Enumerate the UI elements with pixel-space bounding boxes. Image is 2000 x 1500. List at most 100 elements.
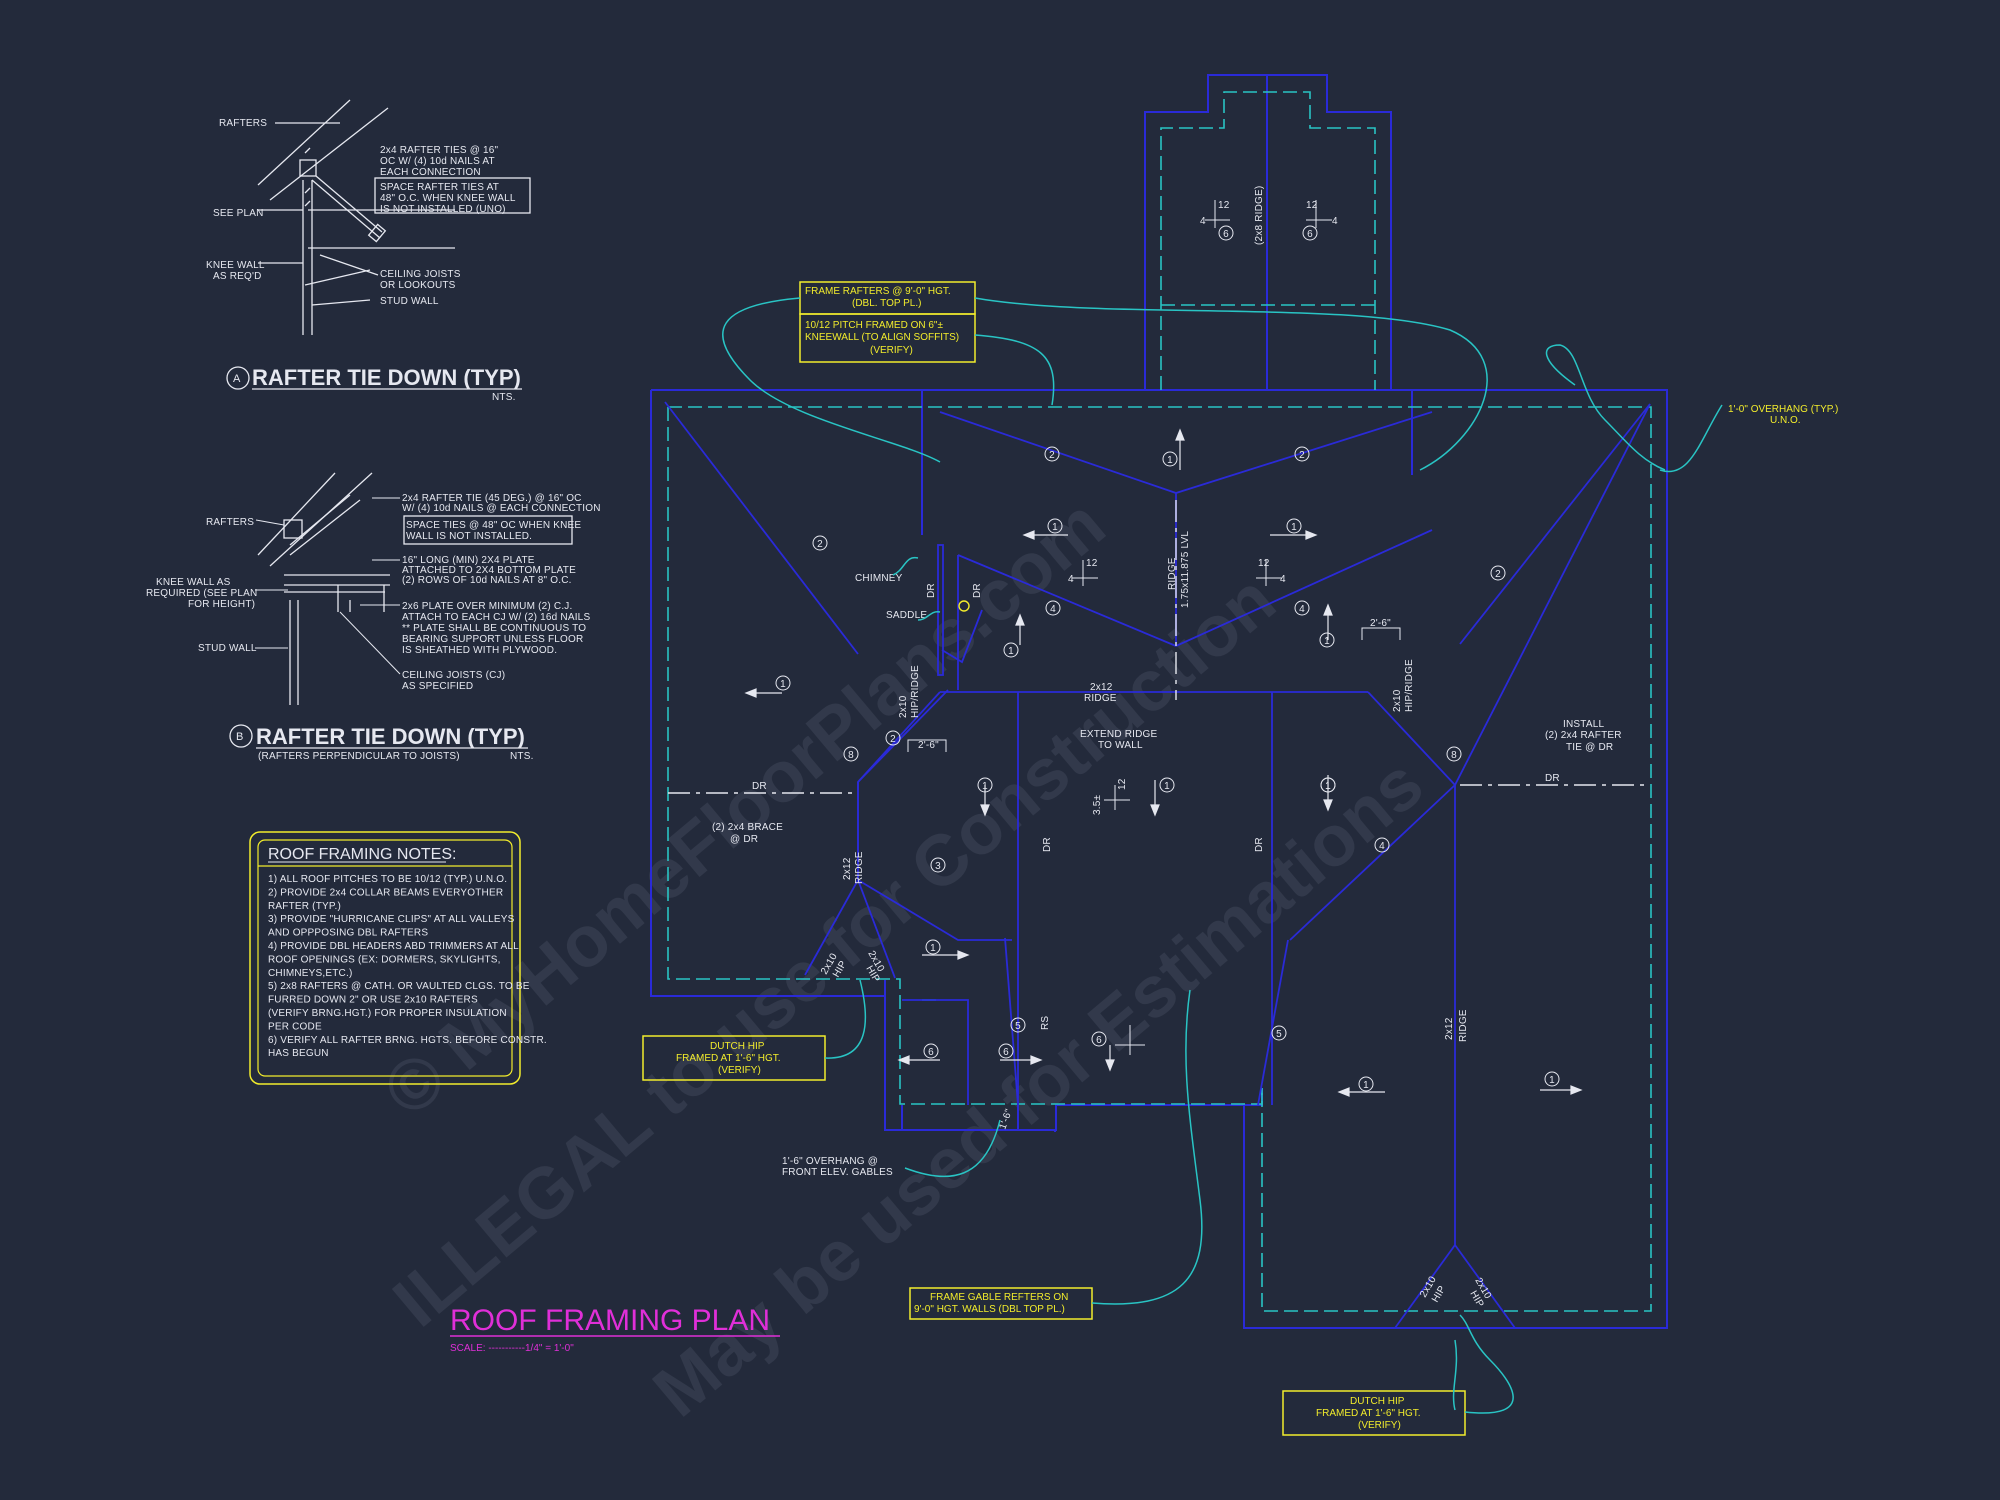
callout-pitch-1: 10/12 PITCH FRAMED ON 6"± — [805, 320, 943, 331]
rafter-marker-circle — [1302, 225, 1318, 241]
rafter-marker-circle — [1294, 600, 1310, 616]
label-stud-wall-b: STUD WALL — [198, 643, 257, 654]
rafter-marker-circle — [1044, 446, 1060, 462]
label-2x12-right-1: 2x12 — [1444, 1017, 1455, 1040]
rafter-marker-number: 1 — [1008, 646, 1014, 657]
pitch-rise-4: 12 — [1258, 558, 1270, 569]
notes-line: CHIMNEYS,ETC.) — [268, 968, 352, 979]
rafter-marker-circle — [923, 1043, 939, 1059]
rafter-marker-circle — [1159, 777, 1175, 793]
rafter-marker-number: 1 — [1324, 636, 1330, 647]
plan-title-block: ROOF FRAMING PLAN SCALE: -----------1/4"… — [450, 1304, 780, 1354]
pitch-run-3: 4 — [1068, 574, 1074, 585]
callout-dutch-left-2: FRAMED AT 1'-6" HGT. — [676, 1053, 781, 1064]
rafter-marker-number: 1 — [1052, 522, 1058, 533]
rafter-marker-circle — [1091, 1031, 1107, 1047]
label-extend-ridge-1: EXTEND RIDGE — [1080, 729, 1158, 740]
label-knee-wall-line1: KNEE WALL — [206, 260, 265, 271]
detail-b-marker-circle — [229, 724, 253, 748]
detail-a-scale: NTS. — [492, 392, 516, 403]
label-2x8-ridge-dormer: (2x8 RIDGE) — [1254, 186, 1265, 245]
label-ceiling-joists-line1: CEILING JOISTS — [380, 269, 461, 280]
callout-pitch-2: KNEEWALL (TO ALIGN SOFFITS) — [805, 332, 959, 343]
rafter-marker-circle — [885, 730, 901, 746]
rafter-marker-circle — [1294, 446, 1310, 462]
detail-b-scale: NTS. — [510, 751, 534, 762]
plan-walls — [650, 74, 1668, 1329]
pitch-symbols — [1072, 200, 1332, 1055]
label-2x12-left-1: 2x12 — [842, 857, 853, 880]
label-ceiling-joists-line2: OR LOOKOUTS — [380, 280, 456, 291]
label-dr-right: DR — [1545, 773, 1560, 784]
rafter-marker-number: 2 — [1495, 569, 1501, 580]
rafter-marker-circle — [1490, 565, 1506, 581]
label-dr-mid-left: DR — [1042, 837, 1053, 852]
label-install-2: (2) 2x4 RAFTER — [1545, 730, 1622, 741]
callout-dutch-right-2: FRAMED AT 1'-6" HGT. — [1316, 1408, 1421, 1419]
leader-curves — [722, 297, 1723, 1414]
label-rs: RS — [1040, 1016, 1051, 1030]
label-install-3: TIE @ DR — [1566, 742, 1613, 753]
label-knee-wall-b-line2: REQUIRED (SEE PLAN — [146, 588, 257, 599]
rafter-marker-number: 6 — [1307, 229, 1313, 240]
rafter-marker-number: 4 — [1299, 604, 1305, 615]
label-overhang-front-2: FRONT ELEV. GABLES — [782, 1167, 893, 1178]
label-rafter-ties-line2: OC W/ (4) 10d NAILS AT — [380, 156, 495, 167]
label-dr-mid-right: DR — [1254, 837, 1265, 852]
label-rafter-ties-line3: EACH CONNECTION — [380, 167, 481, 178]
dimension-ticks — [907, 627, 1401, 752]
notes-title: ROOF FRAMING NOTES: — [268, 846, 456, 863]
label-install-1: INSTALL — [1563, 719, 1604, 730]
label-space-ties-b-line1: SPACE TIES @ 48" OC WHEN KNEE — [406, 520, 581, 531]
rafter-markers: 6612211442211128811113155666411 — [775, 225, 1560, 1092]
detail-b-subtitle: (RAFTERS PERPENDICULAR TO JOISTS) — [258, 751, 460, 762]
label-plate-line3: (2) ROWS OF 10d NAILS AT 8" O.C. — [402, 575, 572, 586]
detail-b-marker-letter: B — [236, 731, 243, 743]
label-dr-chimney-2: DR — [972, 583, 983, 598]
label-space-ties-line1: SPACE RAFTER TIES AT — [380, 182, 499, 193]
callout-box-pitch — [799, 313, 976, 363]
label-2x12-ridge-2: RIDGE — [1084, 693, 1117, 704]
label-2x10-hip-right-1: 2x10 — [1392, 689, 1403, 712]
notes-line: 1) ALL ROOF PITCHES TO BE 10/12 (TYP.) U… — [268, 874, 507, 885]
label-plate-line2: ATTACHED TO 2X4 BOTTOM PLATE — [402, 565, 576, 576]
label-knee-wall-b-line1: KNEE WALL AS — [156, 577, 231, 588]
detail-a-title: RAFTER TIE DOWN (TYP) — [252, 365, 521, 390]
label-dim-right: 2'-6" — [1370, 618, 1391, 629]
label-2x6-plate-line2: ATTACH TO EACH CJ W/ (2) 16d NAILS — [402, 612, 590, 623]
label-brace-1: (2) 2x4 BRACE — [712, 822, 783, 833]
rafter-marker-circle — [1358, 1076, 1374, 1092]
roof-framing-notes-box: ROOF FRAMING NOTES: 1) ALL ROOF PITCHES … — [249, 831, 547, 1085]
pitch-labels: 12 4 12 4 12 4 12 4 — [1068, 200, 1338, 585]
label-space-ties-b-line2: WALL IS NOT INSTALLED. — [406, 531, 532, 542]
callout-dutch-right-1: DUTCH HIP — [1350, 1396, 1405, 1407]
rafter-marker-circle — [1218, 225, 1234, 241]
label-2x6-plate-line1: 2x6 PLATE OVER MINIMUM (2) C.J. — [402, 601, 572, 612]
rafter-marker-circle — [775, 675, 791, 691]
label-2x10-hip-left-1: 2x10 — [898, 695, 909, 718]
plan-title: ROOF FRAMING PLAN — [450, 1304, 770, 1337]
pitch-rise-1: 12 — [1218, 200, 1230, 211]
pitch-run-1: 4 — [1200, 216, 1206, 227]
rafter-marker-number: 1 — [1291, 522, 1297, 533]
label-ridge-lvl-2: 1.75x11.875 LVL — [1180, 531, 1191, 608]
label-dr-chimney-1: DR — [926, 583, 937, 598]
label-stud-wall-a: STUD WALL — [380, 296, 439, 307]
label-ceiling-joists-b-line2: AS SPECIFIED — [402, 681, 473, 692]
rafter-marker-number: 1 — [1167, 455, 1173, 466]
label-ridge-lvl-1: RIDGE — [1167, 557, 1178, 590]
rafter-marker-number: 2 — [1299, 450, 1305, 461]
rafter-marker-number: 4 — [1050, 604, 1056, 615]
rafter-marker-number: 1 — [1164, 781, 1170, 792]
rafter-marker-circle — [1003, 642, 1019, 658]
rafter-marker-circle — [812, 535, 828, 551]
notes-line: RAFTER (TYP.) — [268, 901, 341, 912]
rafter-marker-circle — [998, 1043, 1014, 1059]
callout-dutch-left-1: DUTCH HIP — [710, 1041, 765, 1052]
label-overhang-typ-1: 1'-0" OVERHANG (TYP.) — [1728, 404, 1838, 415]
label-2x12-left-2: RIDGE — [854, 851, 865, 884]
label-tie-45-line2: W/ (4) 10d NAILS @ EACH CONNECTION — [402, 503, 601, 514]
notes-line: HAS BEGUN — [268, 1048, 329, 1059]
